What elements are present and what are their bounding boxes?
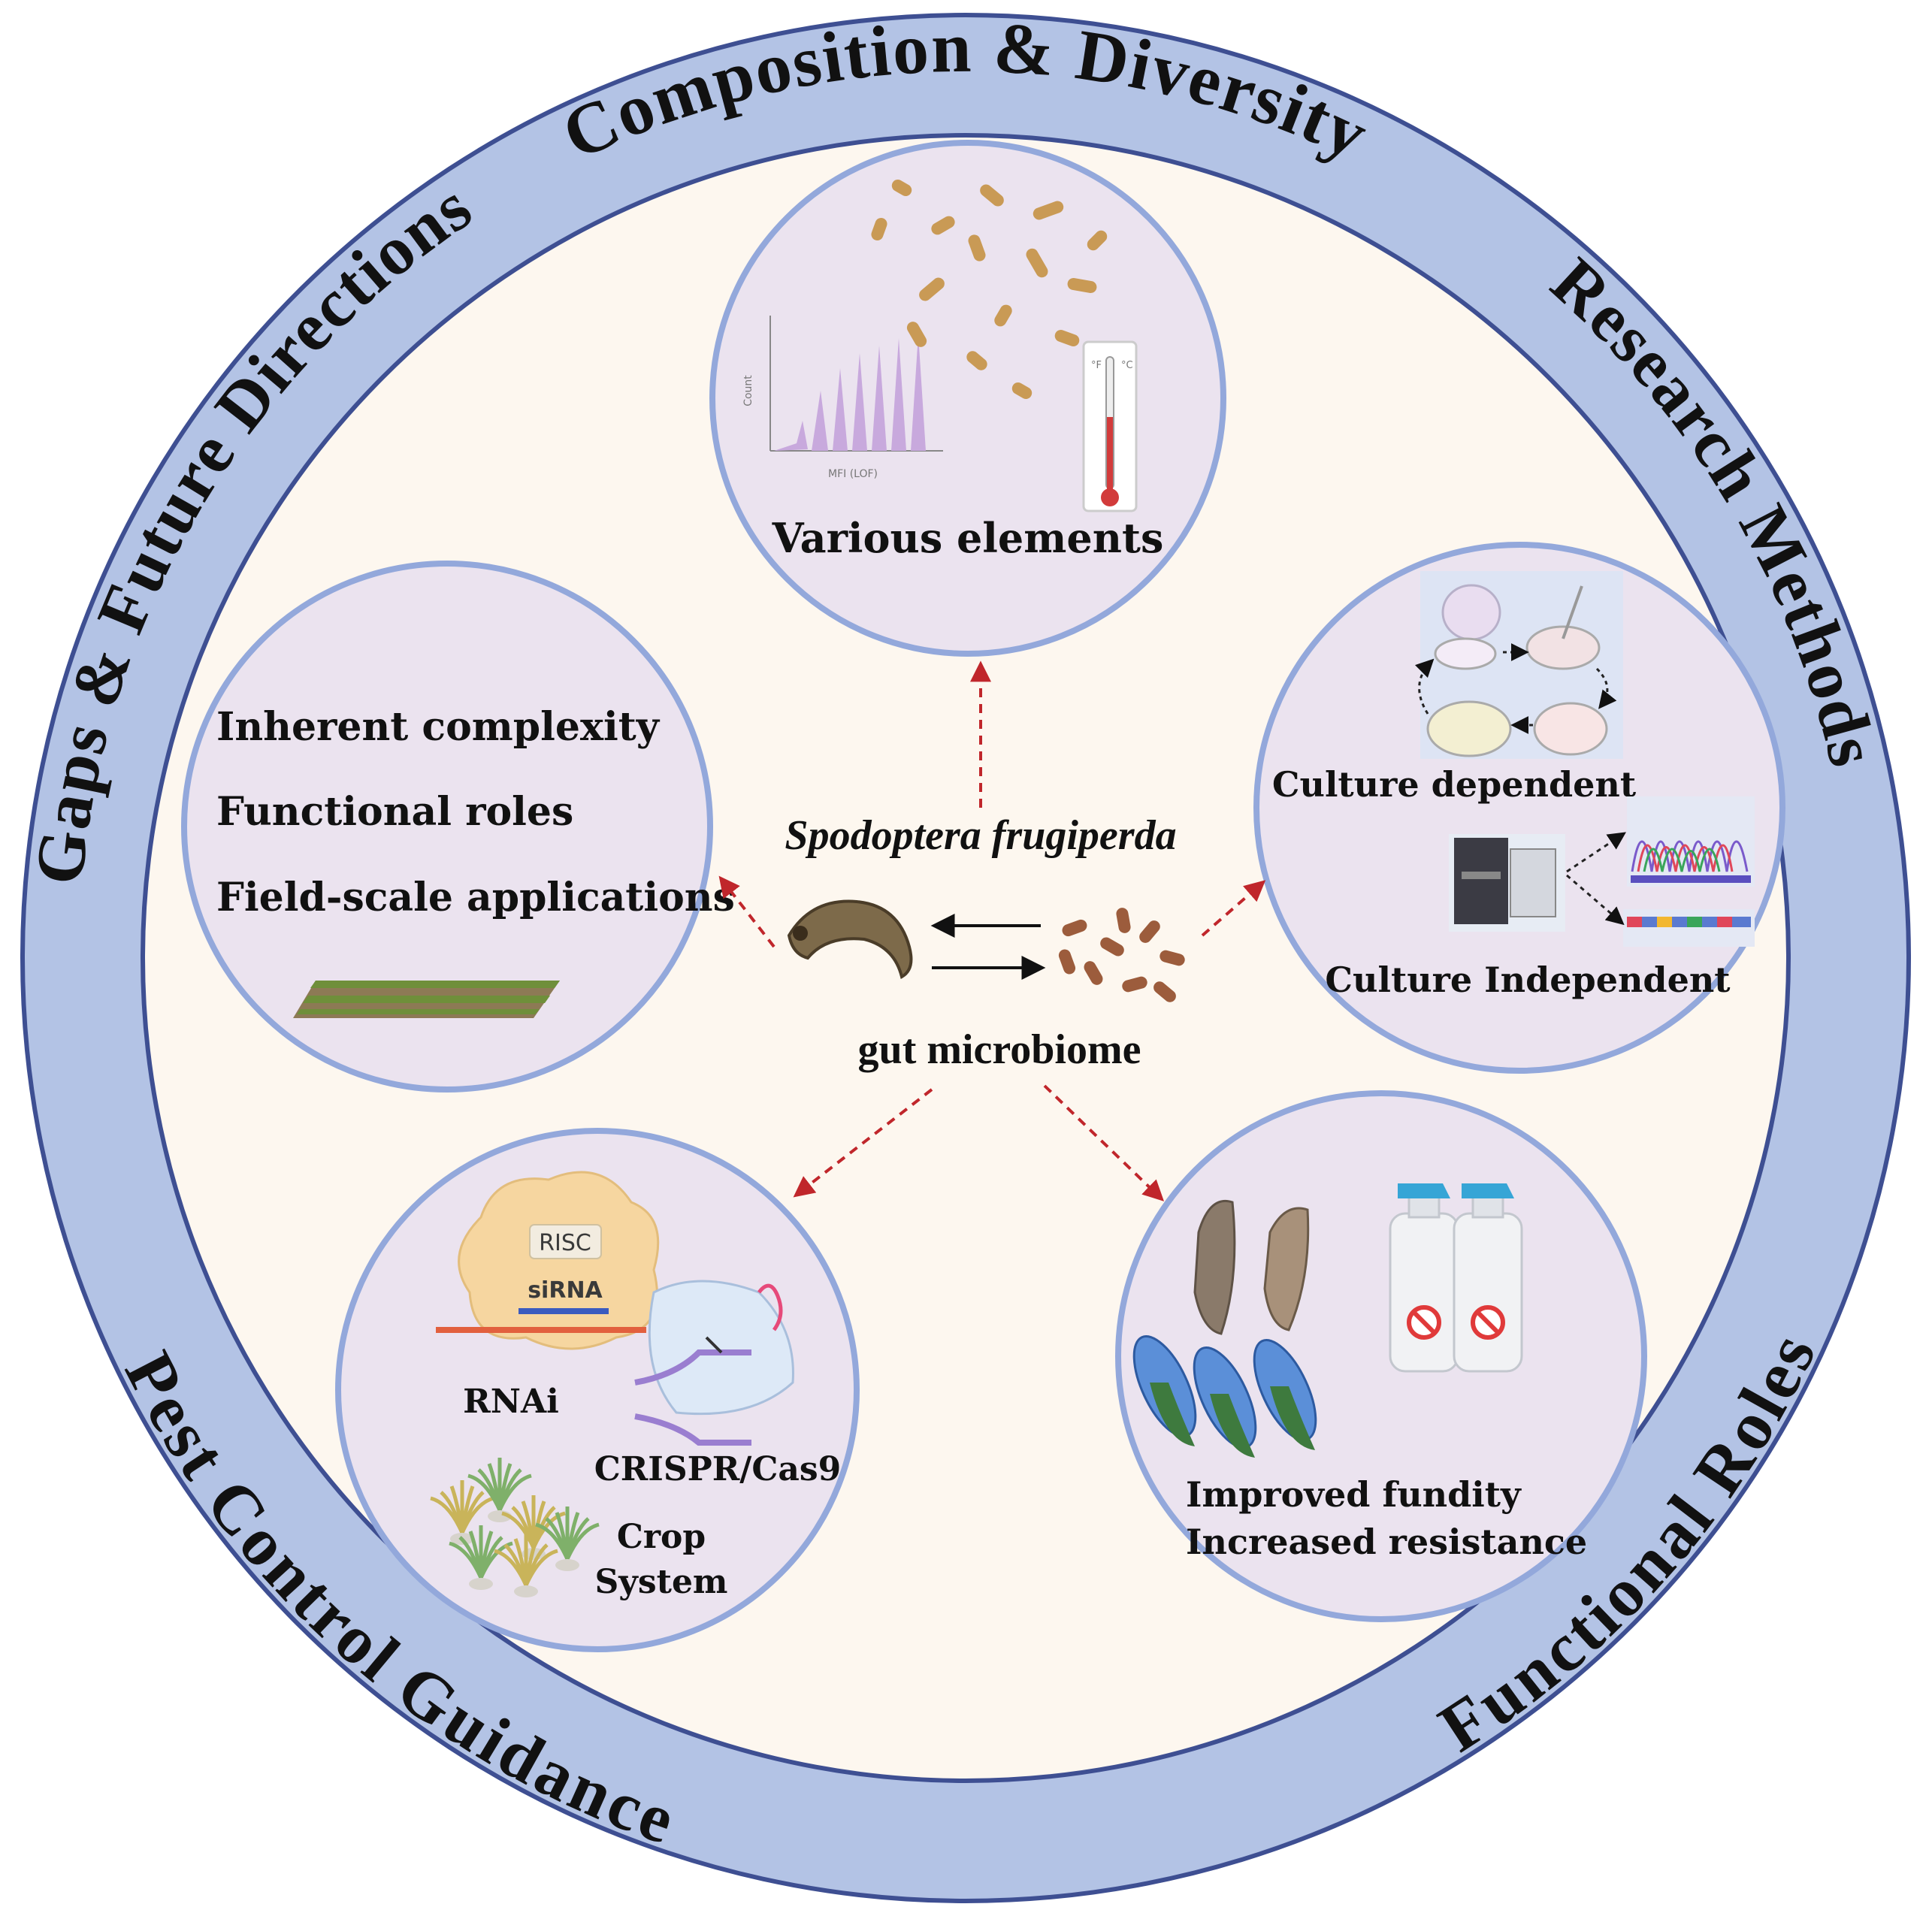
bacterium [931,216,955,235]
bacterium [1011,382,1033,399]
bacterium [1087,230,1108,251]
culture-dependent-label: Culture dependent [1272,764,1637,805]
bacterium [1026,248,1048,278]
culture-independent-label: Culture Independent [1325,960,1731,1000]
species-label: Spodoptera frugiperda [785,812,1176,859]
bacterium [919,277,945,301]
connectors [718,660,1266,1201]
rnai-label: RNAi [463,1383,559,1421]
caterpillar-icon [787,899,913,980]
sirna-label: siRNA [528,1277,603,1304]
node-research: Culture dependent Culture Independent [1253,542,1785,1074]
bacterium [1084,961,1103,985]
node-gaps: Inherent complexity Functional roles Fie… [181,561,735,1093]
thermometer-f: °F [1091,360,1102,371]
arrow-to-pest [793,1088,933,1198]
functional-line2: Increased resistance [1186,1522,1587,1562]
moth-icon [1193,1200,1310,1335]
arrow-to-research [1201,880,1266,937]
crispr-label: CRISPR/Cas9 [594,1450,842,1488]
arrow-to-gaps [718,875,776,948]
bacterium [980,184,1004,207]
node-top-label: Various elements [772,514,1164,562]
gaps-line1: Inherent complexity [216,704,661,750]
bacteria-icon [871,180,1108,399]
crispr-icon [634,1280,794,1446]
bacterium [1067,277,1097,294]
microbiome-label: gut microbiome [858,1026,1141,1073]
bacterium [1153,981,1176,1002]
plant [467,1458,532,1522]
bacterium [1054,329,1080,347]
sequencer-icon [1449,834,1565,932]
thermometer-c: °C [1121,360,1133,371]
bacterium [1058,949,1076,975]
bacterium [968,234,986,261]
histogram-ylabel: Count [742,375,754,406]
plant [494,1533,558,1597]
bacterium [1122,976,1147,993]
risc-label: RISC [539,1230,591,1256]
bacterium [1139,920,1160,943]
chromatogram-icon [1627,796,1755,887]
plant [430,1480,494,1545]
histogram-xlabel: MFI (LOF) [828,468,878,480]
field-icon [293,981,560,1018]
bacterium [906,322,927,347]
bacterium [966,351,987,370]
risc-complex-icon: RISC siRNA [436,1171,660,1350]
bacterium [871,218,887,240]
center-hub: Spodoptera frugiperda gut microbiome [785,812,1185,1073]
bacterium [1100,937,1124,957]
crop-label-line2: System [595,1563,728,1601]
bacterium [994,304,1012,327]
node-composition: MFI (LOF) Count °F °C Various elements [709,140,1226,657]
bacterium [1062,919,1087,937]
bacterium [1116,908,1131,933]
node-functional: Improved fundity Increased resistance [1115,1090,1647,1622]
crop-plants-icon [430,1458,600,1597]
functional-line1: Improved fundity [1186,1474,1522,1515]
spray-bottle-icon [1389,1183,1523,1373]
crop-label-line1: Crop [617,1518,706,1556]
bacterium [1033,201,1064,220]
plant [535,1507,600,1571]
histogram-icon: MFI (LOF) Count [742,316,943,480]
bacterium [891,180,912,196]
plant [449,1525,513,1590]
node-pest: RISC siRNA RNAi CRISPR/Cas9 Crop System [335,1128,860,1652]
arrow-to-functional [1043,1084,1165,1201]
gut-bacteria-icon [1058,908,1185,1002]
petri-dish-icon [1414,584,1617,757]
corn-icon [1132,1335,1317,1458]
sequence-bars-icon [1623,909,1755,947]
bacterium [1160,950,1185,966]
thermometer-icon: °F °C [1082,340,1138,512]
gaps-line3: Field-scale applications [216,875,735,920]
gaps-line2: Functional roles [216,789,573,835]
